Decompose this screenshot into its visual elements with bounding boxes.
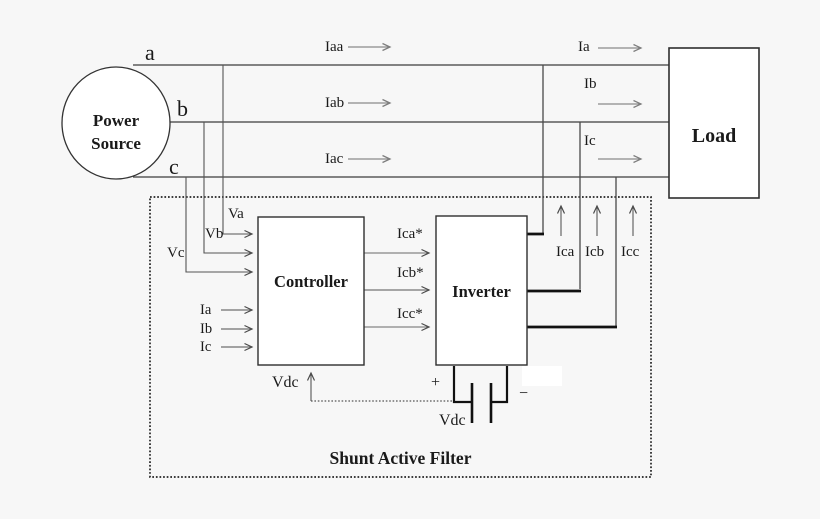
iac-label: Iac [325,151,344,167]
ctrl-ib-label: Ib [200,321,213,337]
vb-wire [203,122,254,258]
icc-ref-label: Icc* [397,306,423,322]
ctrl-ia-label: Ia [200,302,212,318]
load-label: Load [691,125,737,147]
inverter-box [435,215,528,366]
phase-a-label: a [145,40,155,65]
vb-label: Vb [205,226,224,242]
load-ia-label: Ia [578,39,590,55]
icc-label: Icc [621,244,640,260]
capacitor-left-leg [452,366,472,404]
power-source-label: Power Source [62,109,170,155]
load-box [668,47,760,199]
iaa-label: Iaa [325,39,344,55]
controller-box [257,216,365,366]
ctrl-ic-label: Ic [200,339,212,355]
phase-b-label: b [177,96,188,121]
inverter-label: Inverter [452,282,511,301]
icb-label: Icb [585,244,605,260]
shunt-active-filter-label: Shunt Active Filter [329,448,472,468]
ica-ref-label: Ica* [397,226,423,242]
power-source-circle [61,66,171,180]
load-ib-label: Ib [584,76,597,92]
filter-boundary [149,196,652,478]
vdc-feedback-label: Vdc [272,374,299,391]
controller-label: Controller [274,272,348,291]
vc-label: Vc [167,245,185,261]
vc-wire [185,177,254,277]
capacitor-plus-label: + [431,374,441,391]
power-source-line2: Source [91,134,141,153]
ica-label: Ica [556,244,575,260]
va-label: Va [228,206,244,222]
capacitor-minus-label: − [519,385,529,402]
power-source-line1: Power [92,111,140,130]
vdc-capacitor-label: Vdc [439,412,466,429]
icb-ref-label: Icb* [397,265,424,281]
capacitor-right-leg [492,366,509,404]
va-wire [222,65,254,239]
white-patch [522,366,562,386]
load-ic-label: Ic [584,133,596,149]
phase-c-label: c [169,154,179,179]
iab-label: Iab [325,95,345,111]
